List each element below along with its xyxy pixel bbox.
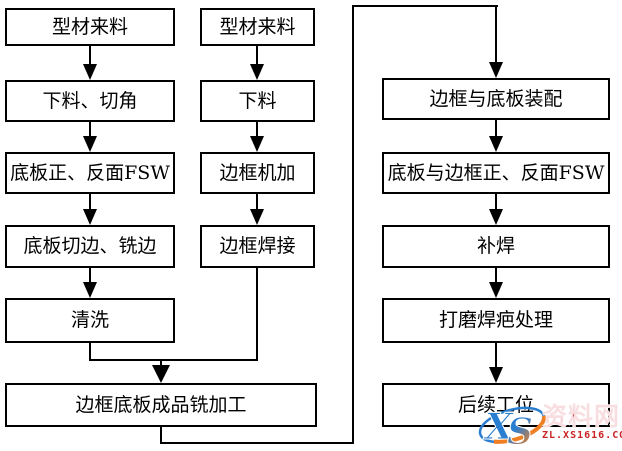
watermark-site-url: ZL.XS1616.COM <box>542 430 622 441</box>
step-cleaning: 清洗 <box>5 298 175 343</box>
step-label: 型材来料 <box>51 15 128 38</box>
connector-col2-3 <box>256 194 258 210</box>
svg-text:S: S <box>507 411 533 450</box>
connector-merge-down <box>160 359 162 367</box>
arrowhead-down-icon <box>250 64 264 80</box>
step-profile-incoming-mid: 型材来料 <box>200 8 315 46</box>
step-baseplate-frame-fsw: 底板与边框正、反面FSW <box>382 152 610 194</box>
step-repair-welding: 补焊 <box>382 225 610 268</box>
step-next-station: 后续工位 <box>382 383 610 427</box>
step-label: 型材来料 <box>219 15 296 38</box>
arrowhead-down-icon <box>489 367 503 383</box>
connector-loop-down <box>160 427 162 444</box>
step-label: 下料、切角 <box>42 89 138 112</box>
step-label: 下料 <box>238 89 277 112</box>
step-label: 清洗 <box>70 309 109 331</box>
step-profile-incoming-left: 型材来料 <box>5 8 175 46</box>
step-label: 边框焊接 <box>219 235 296 257</box>
step-grind-weld-scar: 打磨焊疤处理 <box>382 298 610 343</box>
arrowhead-down-icon <box>83 282 97 298</box>
connector-col2-1 <box>256 46 258 65</box>
connector-col3-3 <box>495 268 497 283</box>
step-cutting: 下料 <box>200 80 315 122</box>
arrowhead-down-icon <box>489 62 503 78</box>
arrowhead-down-icon <box>250 136 264 152</box>
step-label: 底板正、反面FSW <box>10 161 170 184</box>
arrowhead-down-icon <box>489 282 503 298</box>
arrowhead-down-icon <box>489 209 503 225</box>
step-baseplate-fsw: 底板正、反面FSW <box>5 152 175 194</box>
step-frame-machining: 边框机加 <box>200 152 315 194</box>
connector-loop-bottom <box>160 442 354 444</box>
step-finished-milling: 边框底板成品铣加工 <box>5 383 317 427</box>
step-frame-baseplate-assembly: 边框与底板装配 <box>382 78 610 120</box>
connector-col1-4 <box>89 268 91 283</box>
xs-logo-icon: X S <box>478 406 546 450</box>
connector-cleaning-down <box>89 343 91 361</box>
connector-loop-into-assembly <box>495 7 497 63</box>
connector-merge-horizontal <box>89 359 258 361</box>
connector-col1-3 <box>89 194 91 210</box>
svg-text:X: X <box>483 406 515 448</box>
connector-col3-1 <box>495 120 497 137</box>
step-frame-welding: 边框焊接 <box>200 225 315 268</box>
step-baseplate-trim-mill: 底板切边、铣边 <box>5 225 175 268</box>
connector-col1-2 <box>89 122 91 137</box>
step-label: 边框机加 <box>219 161 296 184</box>
arrowhead-down-icon <box>489 136 503 152</box>
arrowhead-down-icon <box>83 64 97 80</box>
step-label: 边框底板成品铣加工 <box>75 393 247 416</box>
watermark-site-name: 资料网 <box>541 402 621 432</box>
connector-loop-top <box>352 5 498 7</box>
connector-col3-4 <box>495 343 497 368</box>
connector-col1-1 <box>89 46 91 65</box>
step-label: 底板与边框正、反面FSW <box>387 161 605 184</box>
watermark: X S 资料网 ZL.XS1616.COM <box>476 396 622 451</box>
arrowhead-down-icon <box>83 209 97 225</box>
step-label: 边框与底板装配 <box>429 87 563 110</box>
arrowhead-down-icon <box>83 136 97 152</box>
connector-col2-2 <box>256 122 258 137</box>
arrowhead-down-icon <box>250 209 264 225</box>
step-label: 补焊 <box>476 235 515 257</box>
connector-col3-2 <box>495 194 497 210</box>
connector-welding-down <box>256 268 258 361</box>
step-cutting-corner: 下料、切角 <box>5 80 175 122</box>
arrowhead-down-icon <box>152 365 170 383</box>
step-label: 底板切边、铣边 <box>23 235 157 257</box>
connector-loop-vertical <box>352 5 354 444</box>
step-label: 打磨焊疤处理 <box>438 309 553 331</box>
